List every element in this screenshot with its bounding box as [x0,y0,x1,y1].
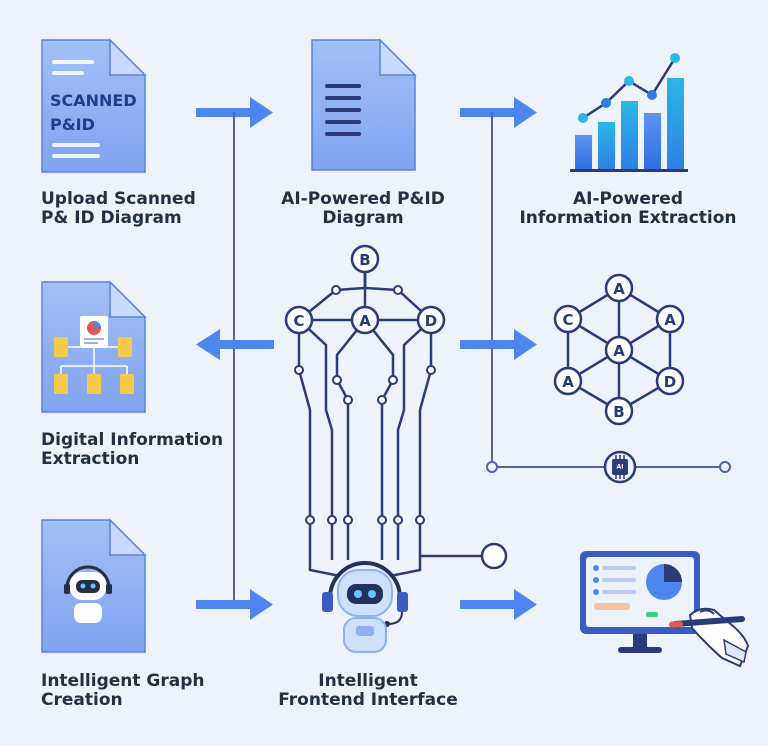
caption-ai-information-extraction: AI-Powered Information Extraction [510,190,746,228]
bar-chart-icon [570,53,688,172]
caption-line: Information Extraction [519,208,737,228]
caption-ai-pid-diagram: AI-Powered P&ID Diagram [263,190,463,228]
scanned-label-line2: P&ID [50,115,95,134]
svg-text:A: A [613,342,625,360]
caption-line: Creation [41,690,123,710]
caption-intelligent-graph: Intelligent Graph Creation [41,672,205,710]
robot-document-icon [41,518,147,653]
hex-node-top: A [604,273,634,303]
caption-upload-scanned: Upload Scanned P& ID Diagram [41,190,196,228]
caption-intelligent-frontend: Intelligent Frontend Interface [268,672,468,710]
center-graph-network [297,259,482,578]
svg-text:B: B [613,403,624,421]
caption-line: Intelligent [318,671,418,691]
pid-document-icon [311,38,417,171]
hex-node-bottom: B [604,396,634,426]
caption-line: AI-Powered [573,189,683,209]
svg-text:A: A [359,312,371,330]
svg-text:C: C [293,312,304,330]
arrow-right-icon [460,329,537,360]
hex-node-center: A [604,335,634,365]
arrow-right-icon [196,97,273,128]
connector-endpoint [486,461,498,473]
arrow-right-icon [460,97,537,128]
caption-line: Digital Information [41,430,224,450]
connector-endpoint [480,542,508,570]
arrow-right-icon [460,589,537,620]
scanned-label-line1: SCANNED [50,91,137,110]
connector-endpoint [719,461,731,473]
tree-node-middle: A [350,305,380,335]
svg-text:B: B [359,251,370,269]
tree-node-left: C [284,305,314,335]
svg-text:A: A [664,311,676,329]
monitor-icon [580,551,700,653]
svg-text:A: A [562,373,574,391]
svg-text:C: C [562,311,573,329]
caption-line: AI-Powered P&ID [281,189,445,209]
hex-node-lower-left: A [553,366,583,396]
arrow-left-icon [196,329,274,360]
ai-chip-label: AI [617,464,624,471]
tree-node-right: D [416,305,446,335]
ai-chip-icon: AI [603,450,637,484]
tree-node-top: B [350,244,380,274]
hex-node-lower-right: D [655,366,685,396]
robot-icon [322,561,408,653]
caption-line: Diagram [322,208,404,228]
caption-line: Frontend Interface [278,690,458,710]
flowchart-document-icon [41,280,147,413]
svg-text:D: D [425,312,437,330]
caption-line: Intelligent Graph [41,671,205,691]
hex-node-upper-left: C [553,304,583,334]
arrow-right-icon [196,589,273,620]
center-graph-dots [294,285,436,525]
caption-digital-information: Digital Information Extraction [41,431,223,469]
caption-line: Extraction [41,449,140,469]
hex-node-upper-right: A [655,304,685,334]
svg-text:A: A [613,280,625,298]
scanned-document-icon: SCANNED P&ID [41,38,147,173]
caption-line: P& ID Diagram [41,208,182,228]
svg-text:D: D [664,373,676,391]
caption-line: Upload Scanned [41,189,196,209]
pen-hand-icon [669,607,750,668]
